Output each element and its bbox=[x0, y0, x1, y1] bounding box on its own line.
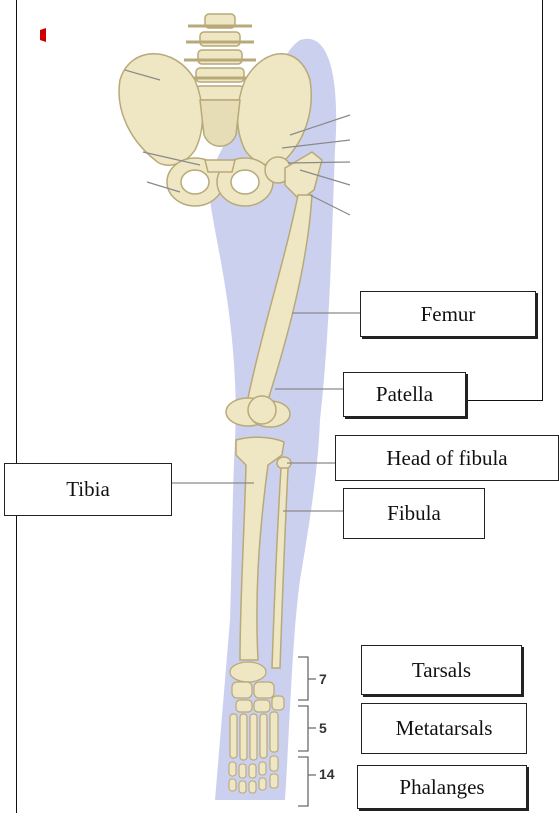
label-head-of-fibula: Head of fibula bbox=[335, 435, 559, 481]
label-patella: Patella bbox=[343, 372, 466, 417]
left-border bbox=[16, 0, 17, 813]
label-fibula: Fibula bbox=[343, 488, 485, 539]
count-brackets bbox=[298, 657, 316, 806]
count-phalanges: 14 bbox=[319, 766, 335, 782]
count-tarsals: 7 bbox=[319, 671, 327, 687]
label-metatarsals: Metatarsals bbox=[361, 703, 527, 754]
label-phalanges: Phalanges bbox=[357, 765, 527, 809]
label-femur: Femur bbox=[360, 291, 536, 337]
right-border bbox=[542, 0, 543, 400]
label-tibia: Tibia bbox=[4, 463, 172, 516]
patella-bone bbox=[248, 396, 276, 424]
red-mark bbox=[40, 28, 46, 42]
count-metatarsals: 5 bbox=[319, 720, 327, 736]
label-tarsals: Tarsals bbox=[361, 645, 522, 695]
